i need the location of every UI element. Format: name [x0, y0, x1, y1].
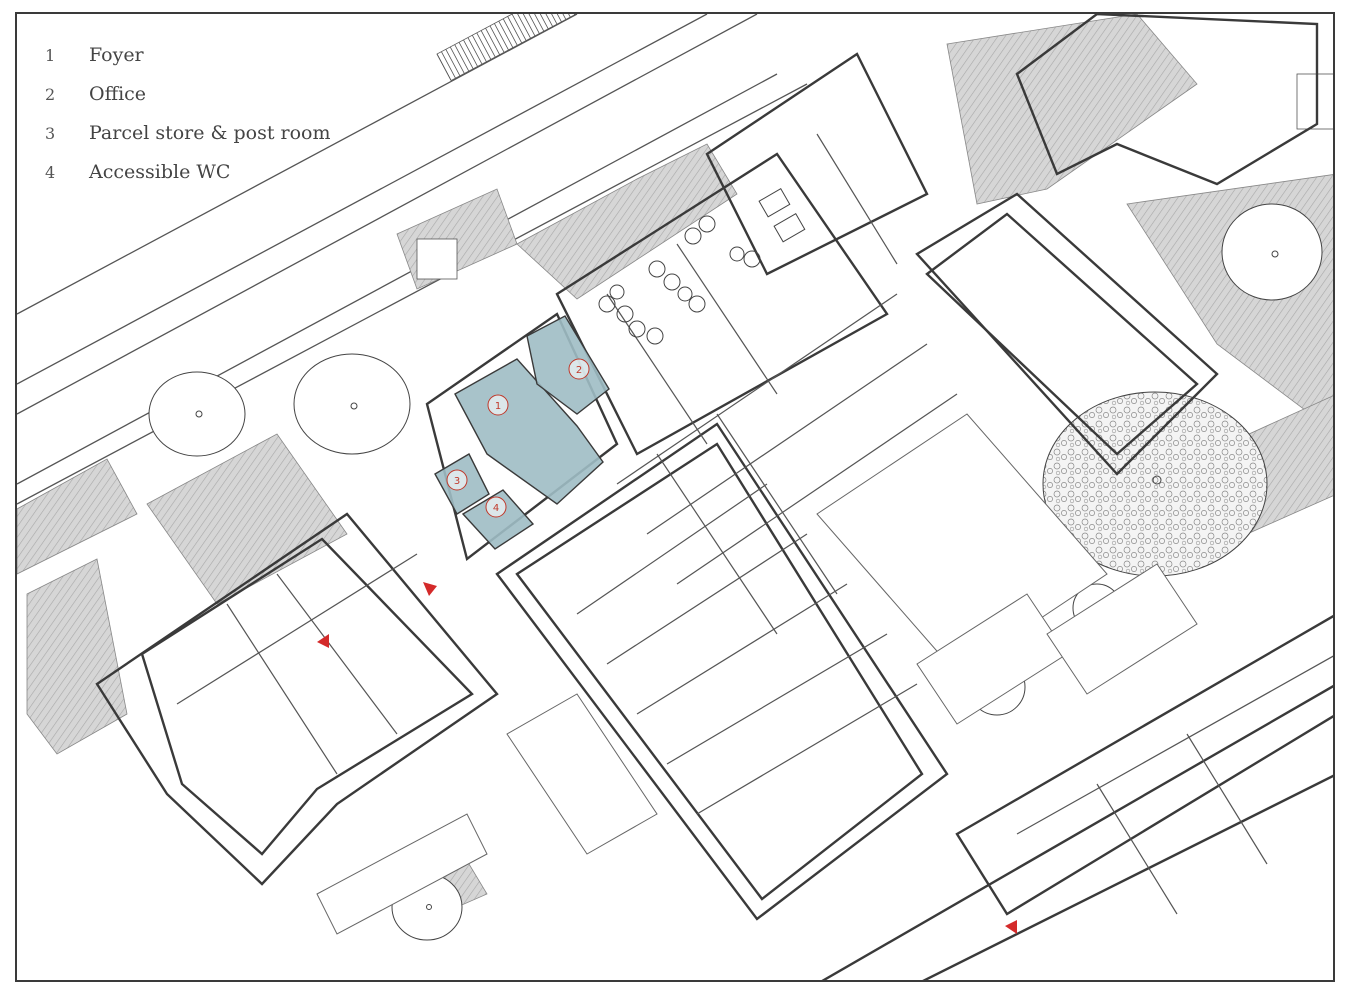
svg-text:3: 3 [454, 476, 460, 487]
stair-tread [551, 14, 567, 20]
legend-number: 3 [45, 124, 56, 143]
room-marker-1: 1 [487, 394, 509, 416]
stair-tread [441, 51, 456, 79]
stair-tread [502, 18, 518, 46]
stair-tread [538, 14, 553, 27]
svg-text:1: 1 [495, 401, 501, 412]
stair-tread [476, 32, 492, 60]
building-walls [95, 14, 1333, 980]
legend: 1 Foyer 2 Office 3 Parcel store & post r… [45, 44, 331, 200]
floor-plan: 1 2 3 4 [17, 14, 1333, 980]
office-room [526, 315, 610, 415]
legend-number: 1 [45, 46, 56, 65]
entrance-arrow-icon [423, 582, 437, 596]
entrance-arrow-icon [317, 634, 329, 648]
stair-tread [516, 14, 531, 39]
stair-tread [480, 30, 496, 58]
stair-tread [533, 14, 549, 30]
legend-number: 2 [45, 85, 56, 104]
svg-text:4: 4 [493, 503, 499, 514]
stair-tread [445, 49, 461, 76]
stair-tread [449, 46, 465, 74]
stair-tread [524, 14, 540, 34]
stair-tread [511, 14, 527, 41]
room-markers: 1 2 3 4 [446, 358, 590, 518]
legend-label: Foyer [89, 44, 144, 66]
stair-tread [507, 16, 523, 44]
stair-tread [542, 14, 558, 25]
stair-tread [520, 14, 536, 37]
stair-tread [494, 23, 509, 51]
interior-partitions [176, 133, 1333, 915]
stair-tread [467, 37, 483, 65]
legend-item-foyer: 1 Foyer [45, 44, 331, 83]
furniture [598, 188, 806, 345]
stair-tread [471, 35, 487, 62]
room-marker-3: 3 [446, 469, 468, 491]
legend-item-accessible-wc: 4 Accessible WC [45, 161, 331, 200]
site-plan-frame: 1 Foyer 2 Office 3 Parcel store & post r… [15, 12, 1335, 982]
room-marker-2: 2 [568, 358, 590, 380]
entrance-arrow-icon [1005, 920, 1017, 934]
stair-tread [454, 44, 470, 72]
highlighted-rooms [434, 315, 610, 550]
svg-text:2: 2 [576, 365, 582, 376]
foyer-room [454, 358, 604, 505]
stair-tread [489, 25, 505, 53]
stair-tread [485, 27, 500, 55]
stair-tread [547, 14, 562, 22]
stair-tread [458, 42, 474, 69]
stair-tread [463, 39, 478, 67]
room-marker-4: 4 [485, 496, 507, 518]
stairs [416, 14, 1333, 280]
road-lines [17, 14, 808, 505]
legend-number: 4 [45, 163, 56, 182]
legend-item-office: 2 Office [45, 83, 331, 122]
courtyard [316, 413, 1198, 935]
legend-label: Parcel store & post room [89, 122, 331, 144]
stair-tread [498, 20, 514, 48]
legend-label: Accessible WC [89, 161, 231, 183]
accessible-wc-room [461, 489, 535, 550]
legend-label: Office [89, 83, 147, 105]
entrance-markers [317, 582, 1017, 934]
stair-tread [436, 53, 452, 81]
stair-tread [529, 14, 545, 32]
legend-item-parcel-store: 3 Parcel store & post room [45, 122, 331, 161]
